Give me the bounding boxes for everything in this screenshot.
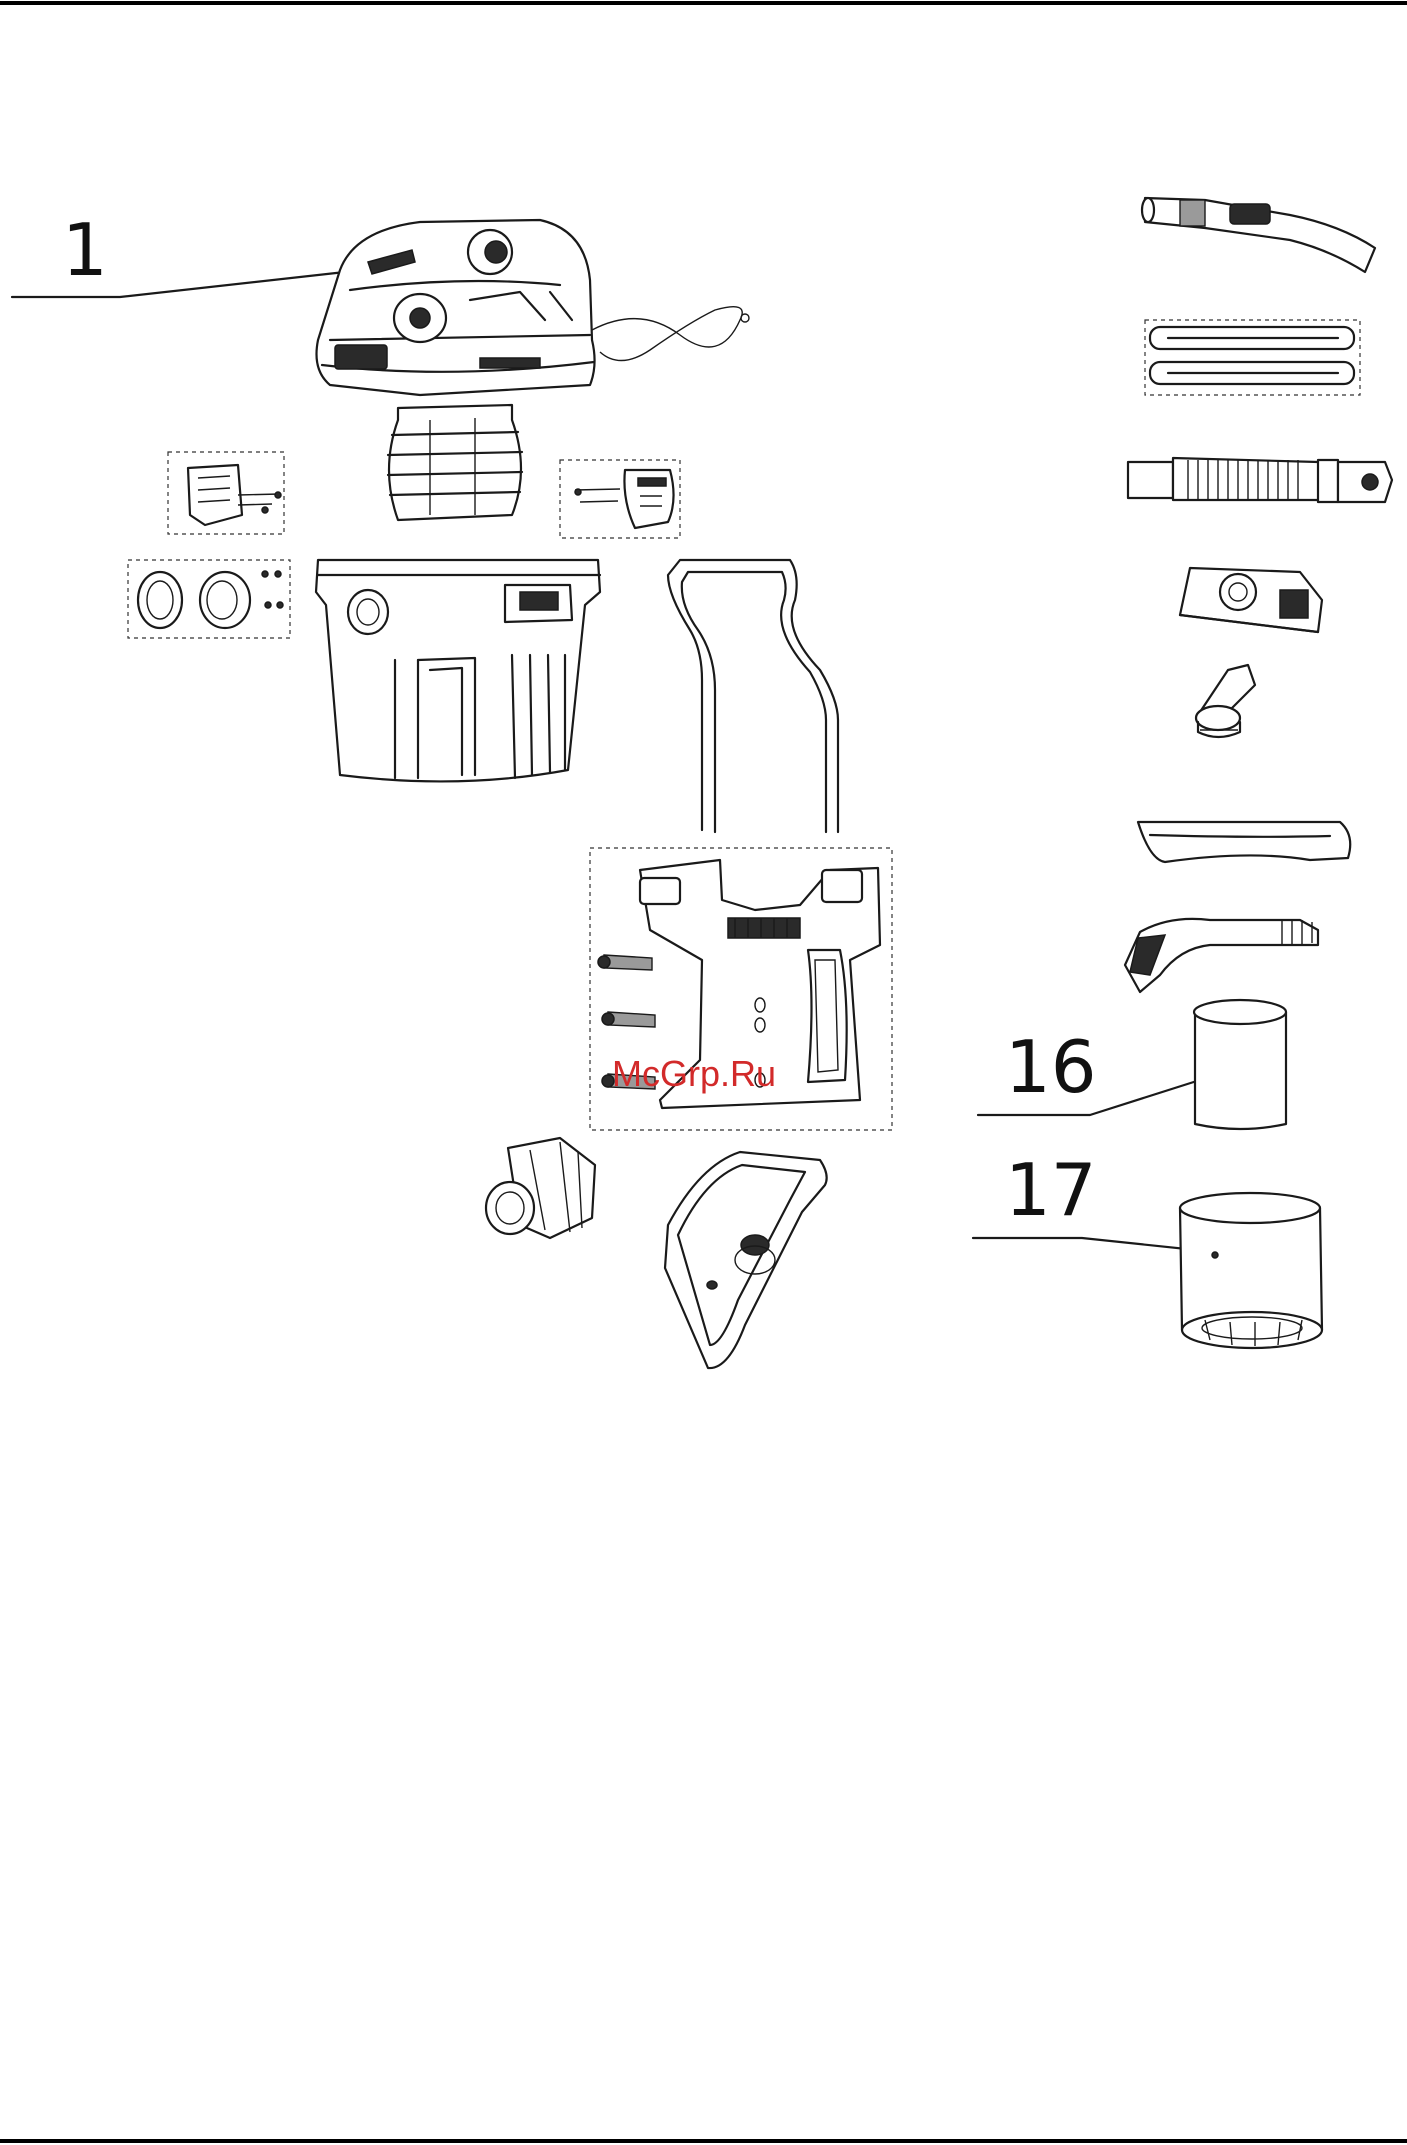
curved-handle — [1142, 198, 1375, 272]
flexible-hose — [1128, 458, 1392, 502]
elbow-nozzle — [1125, 919, 1318, 992]
filter-cage — [388, 405, 522, 520]
angled-nozzle — [1196, 665, 1255, 737]
latch-kit-right — [560, 460, 680, 538]
extension-wands — [1145, 320, 1360, 395]
power-head — [317, 220, 750, 395]
telescopic-handle — [668, 560, 838, 832]
foam-filter — [1194, 1000, 1286, 1129]
floor-nozzle — [1180, 568, 1322, 632]
callout-1: 1 — [12, 208, 345, 297]
callout-17-number: 17 — [1005, 1148, 1097, 1232]
callout-17: 17 — [973, 1148, 1215, 1252]
caster-tray — [665, 1152, 827, 1368]
crevice-tool — [1138, 822, 1350, 862]
callout-16-number: 16 — [1005, 1025, 1097, 1109]
watermark-text: McGrp.Ru — [612, 1053, 776, 1094]
callout-16: 16 — [978, 1025, 1200, 1115]
callout-1-number: 1 — [62, 208, 108, 292]
collection-drum — [316, 560, 600, 781]
cartridge-filter — [1180, 1193, 1322, 1348]
latch-kit-left — [168, 452, 284, 534]
hose-connector — [486, 1138, 595, 1238]
adaptor-rings-kit — [128, 560, 290, 638]
